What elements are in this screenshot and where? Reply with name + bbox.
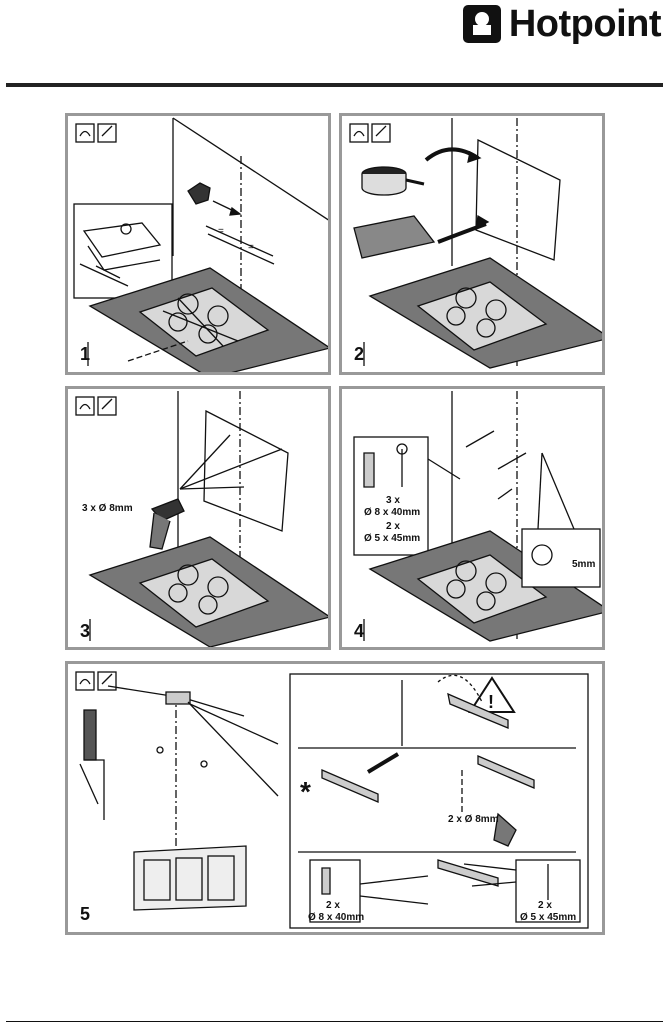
step-1-illustration: == xyxy=(73,117,328,372)
step-4-number: 4 xyxy=(354,621,365,641)
step-2-illustration xyxy=(349,118,602,369)
step-5-screw-size: Ø 5 x 45mm xyxy=(520,912,577,923)
step-3-number: 3 xyxy=(80,621,91,641)
step-1-number: 1 xyxy=(80,344,91,364)
step-4-plug-qty: 3 x xyxy=(386,495,400,506)
step-2-panel: 2 xyxy=(339,113,605,375)
step-5-illustration xyxy=(75,671,589,929)
step-5-warning-glyph: ! xyxy=(488,692,494,712)
logo-mark-icon xyxy=(462,5,501,43)
step-3-illustration xyxy=(75,391,328,647)
svg-text:=: = xyxy=(248,242,254,253)
step-5-asterisk: * xyxy=(300,776,311,807)
header-rule xyxy=(6,83,663,87)
step-2-number: 2 xyxy=(354,344,365,364)
step-4-plug-size: Ø 8 x 40mm xyxy=(364,507,421,518)
step-3-panel: 3 x Ø 8mm 3 xyxy=(65,386,331,650)
step-5-drill-label: 2 x Ø 8mm xyxy=(448,814,499,825)
step-4-illustration xyxy=(353,391,602,642)
step-5-plug-qty: 2 x xyxy=(326,900,340,911)
step-5-screw-qty: 2 x xyxy=(538,900,552,911)
step-5-panel: ! * 2 x Ø 8mm 2 x Ø 8 x 40mm 2 x Ø 5 x 4… xyxy=(65,661,605,935)
step-4-screw-qty: 2 x xyxy=(386,521,400,532)
step-3-drill-label: 3 x Ø 8mm xyxy=(82,503,133,514)
step-1-panel: == 1 xyxy=(65,113,331,375)
brand-logo: Hotpoint xyxy=(462,2,662,46)
step-4-screw-size: Ø 5 x 45mm xyxy=(364,533,421,544)
step-5-number: 5 xyxy=(80,904,91,924)
svg-text:=: = xyxy=(218,226,224,237)
step-4-panel: 3 x Ø 8 x 40mm 2 x Ø 5 x 45mm 5mm 4 xyxy=(339,386,605,650)
step-5-plug-size: Ø 8 x 40mm xyxy=(308,912,365,923)
brand-name: Hotpoint xyxy=(508,2,662,45)
footer-rule xyxy=(6,1021,663,1022)
step-4-depth-label: 5mm xyxy=(572,559,596,570)
